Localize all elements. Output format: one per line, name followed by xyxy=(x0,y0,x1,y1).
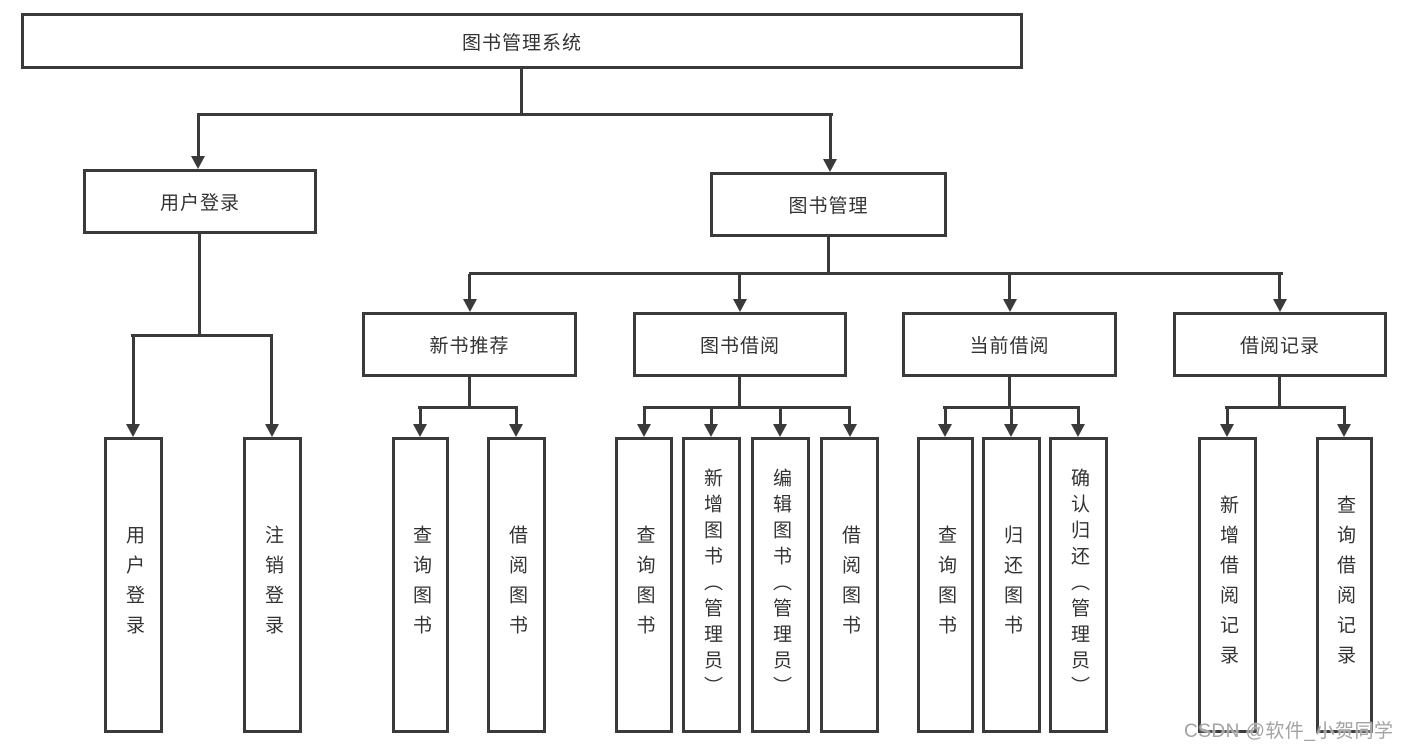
connector-arrowhead xyxy=(1071,424,1085,437)
leaf-logout: 注销登录 xyxy=(243,437,302,733)
connector-line xyxy=(829,115,832,160)
leaf-borrow-book-2-label: 借阅图书 xyxy=(839,525,860,645)
connector-line xyxy=(827,237,830,274)
connector-line xyxy=(1010,408,1013,424)
leaf-query-book-1: 查询图书 xyxy=(392,437,449,733)
connector-line xyxy=(515,408,518,424)
leaf-query-book-2: 查询图书 xyxy=(615,437,673,733)
connector-line xyxy=(520,69,523,115)
connector-line xyxy=(1226,408,1229,424)
leaf-query-borrow-record-label: 查询借阅记录 xyxy=(1334,495,1355,675)
connector-line xyxy=(468,377,471,408)
connector-line xyxy=(419,408,422,424)
node-book-management: 图书管理 xyxy=(710,172,947,237)
connector-line xyxy=(418,406,518,409)
connector-line xyxy=(944,408,947,424)
connector-arrowhead xyxy=(823,159,837,172)
leaf-confirm-return-admin: 确认归还（管理员） xyxy=(1049,437,1108,733)
connector-line xyxy=(643,408,646,424)
connector-line xyxy=(468,274,471,299)
connector-line xyxy=(943,406,1080,409)
connector-line xyxy=(643,406,851,409)
connector-arrowhead xyxy=(637,424,651,437)
connector-arrowhead xyxy=(843,424,857,437)
leaf-logout-label: 注销登录 xyxy=(262,525,283,645)
leaf-add-borrow-record: 新增借阅记录 xyxy=(1198,437,1257,733)
connector-arrowhead xyxy=(773,424,787,437)
node-book-borrow: 图书借阅 xyxy=(633,312,847,377)
connector-line xyxy=(1008,274,1011,299)
csdn-watermark: CSDN @软件_小贺同学 xyxy=(1184,721,1394,742)
leaf-add-borrow-record-label: 新增借阅记录 xyxy=(1217,495,1238,675)
leaf-confirm-return-admin-label: 确认归还（管理员） xyxy=(1068,468,1089,702)
connector-line xyxy=(710,408,713,424)
connector-line xyxy=(131,334,273,337)
connector-line xyxy=(1225,406,1346,409)
leaf-return-book: 归还图书 xyxy=(982,437,1041,733)
node-current-borrow-label: 当前借阅 xyxy=(969,336,1050,357)
connector-line xyxy=(1278,274,1281,299)
connector-arrowhead xyxy=(1337,424,1351,437)
connector-arrowhead xyxy=(126,424,140,437)
leaf-return-book-label: 归还图书 xyxy=(1001,525,1022,645)
leaf-query-book-2-label: 查询图书 xyxy=(633,525,655,645)
connector-arrowhead xyxy=(509,424,523,437)
connector-arrowhead xyxy=(1004,424,1018,437)
connector-line xyxy=(469,272,1283,275)
leaf-add-book-admin: 新增图书（管理员） xyxy=(682,437,741,733)
node-root-label: 图书管理系统 xyxy=(461,32,582,54)
connector-line xyxy=(1008,377,1011,408)
connector-arrowhead xyxy=(704,424,718,437)
connector-line xyxy=(848,408,851,424)
connector-arrowhead xyxy=(733,299,747,312)
connector-line xyxy=(197,115,200,157)
node-user-login: 用户登录 xyxy=(83,169,317,234)
leaf-borrow-book-1: 借阅图书 xyxy=(487,437,546,733)
connector-line xyxy=(270,336,273,424)
node-borrow-record: 借阅记录 xyxy=(1173,312,1387,377)
connector-line xyxy=(197,113,833,116)
connector-arrowhead xyxy=(413,424,427,437)
node-current-borrow: 当前借阅 xyxy=(902,312,1117,377)
leaf-edit-book-admin: 编辑图书（管理员） xyxy=(751,437,810,733)
connector-line xyxy=(132,336,135,424)
leaf-borrow-book-1-label: 借阅图书 xyxy=(506,525,527,645)
connector-line xyxy=(738,377,741,408)
leaf-borrow-book-2: 借阅图书 xyxy=(820,437,879,733)
leaf-query-book-3-label: 查询图书 xyxy=(935,525,956,645)
node-new-book-recommend: 新书推荐 xyxy=(362,312,577,377)
leaf-user-login-label: 用户登录 xyxy=(123,525,144,645)
connector-arrowhead xyxy=(938,424,952,437)
node-root: 图书管理系统 xyxy=(21,13,1023,69)
connector-line xyxy=(1343,408,1346,424)
node-new-book-recommend-label: 新书推荐 xyxy=(429,336,510,357)
leaf-user-login: 用户登录 xyxy=(104,437,163,733)
connector-arrowhead xyxy=(1003,299,1017,312)
node-user-login-label: 用户登录 xyxy=(159,193,240,214)
node-book-borrow-label: 图书借阅 xyxy=(699,336,780,357)
connector-arrowhead xyxy=(191,156,205,169)
connector-line xyxy=(198,234,201,336)
node-borrow-record-label: 借阅记录 xyxy=(1239,336,1320,357)
connector-line xyxy=(1077,408,1080,424)
connector-arrowhead xyxy=(265,424,279,437)
leaf-query-book-3: 查询图书 xyxy=(917,437,974,733)
connector-line xyxy=(1278,377,1281,408)
connector-arrowhead xyxy=(463,299,477,312)
leaf-add-book-admin-label: 新增图书（管理员） xyxy=(701,468,722,702)
connector-arrowhead xyxy=(1220,424,1234,437)
leaf-query-borrow-record: 查询借阅记录 xyxy=(1316,437,1373,733)
connector-arrowhead xyxy=(1273,299,1287,312)
node-book-management-label: 图书管理 xyxy=(788,196,869,217)
leaf-edit-book-admin-label: 编辑图书（管理员） xyxy=(770,468,791,702)
connector-line xyxy=(738,274,741,299)
connector-line xyxy=(779,408,782,424)
leaf-query-book-1-label: 查询图书 xyxy=(410,525,431,645)
